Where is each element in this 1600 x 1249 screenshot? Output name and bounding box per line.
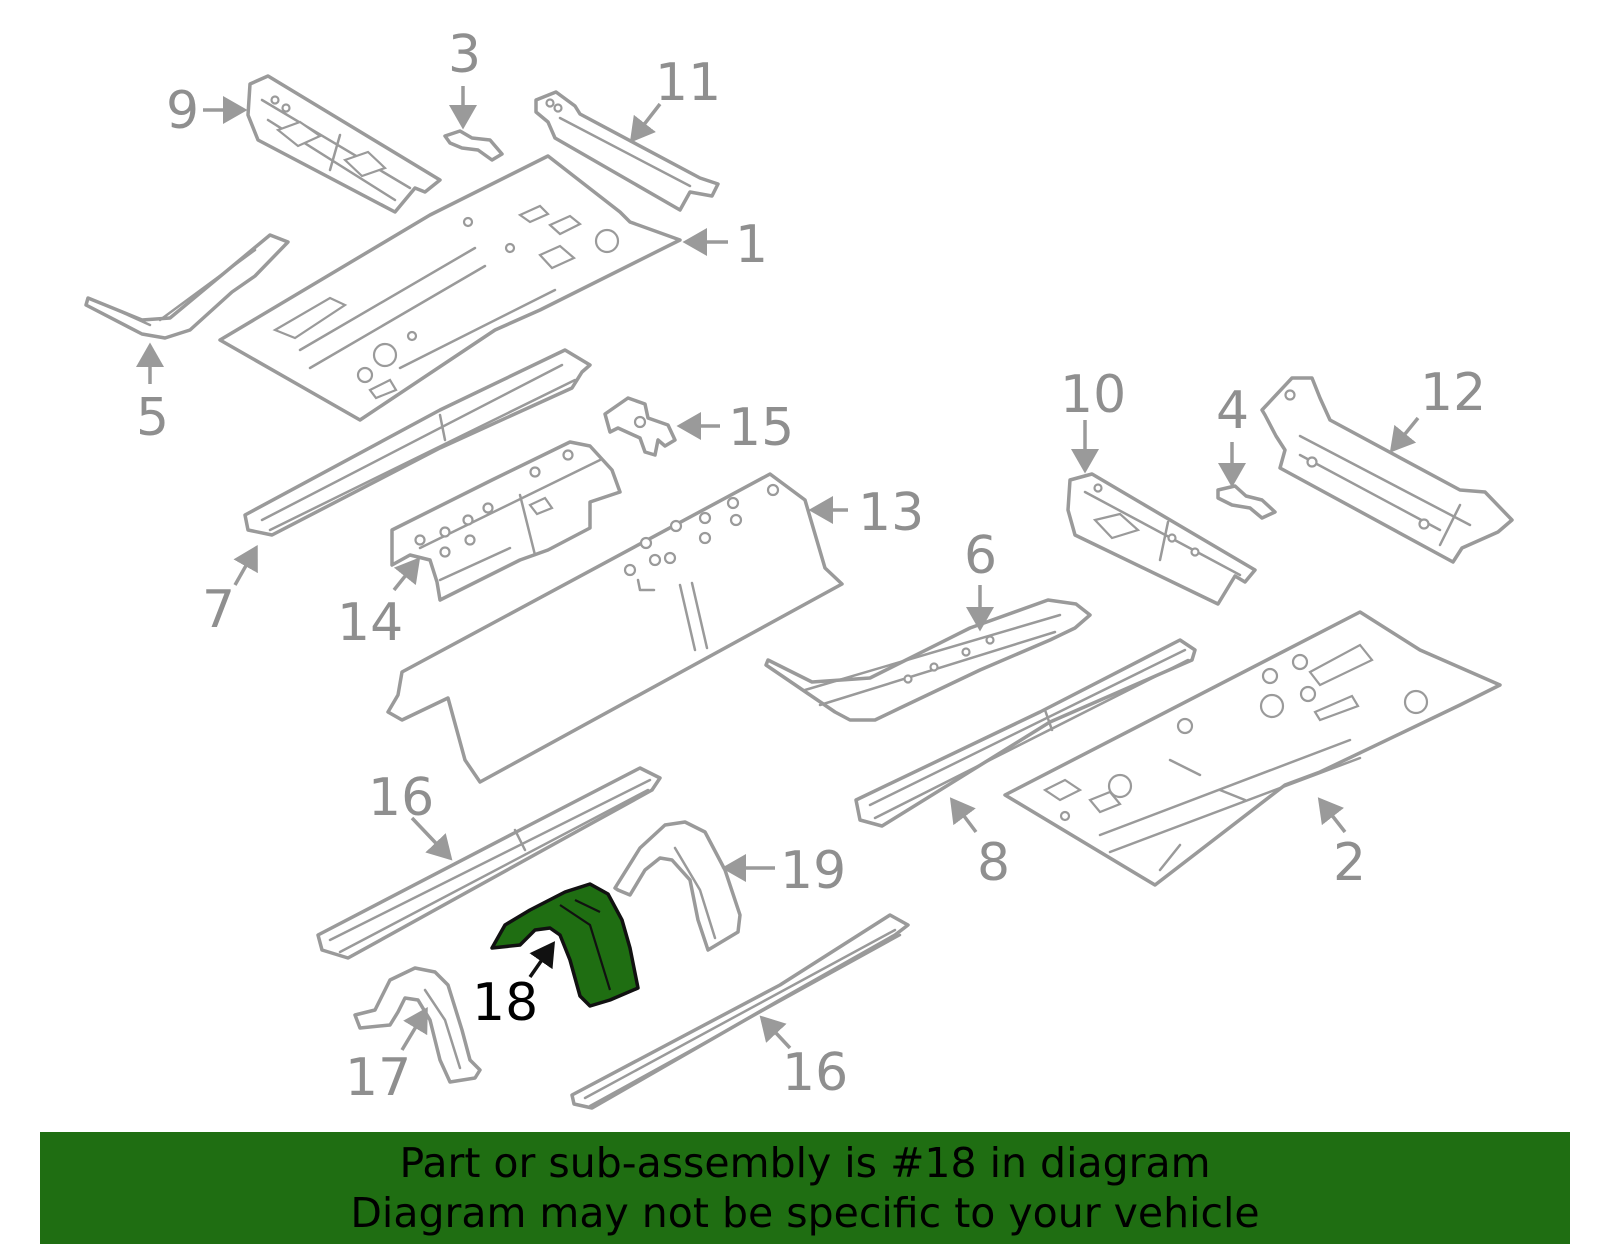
part-7[interactable]: [243, 348, 592, 537]
part-1[interactable]: [218, 154, 682, 422]
part-19[interactable]: [613, 820, 742, 952]
callout-16-upper: 16: [368, 768, 434, 828]
part-5[interactable]: [84, 233, 290, 340]
callout-9: 9: [166, 81, 199, 141]
part-4[interactable]: [1216, 484, 1277, 520]
part-11[interactable]: [534, 90, 720, 212]
callout-5: 5: [136, 388, 169, 448]
part-15[interactable]: [603, 396, 677, 457]
part-12[interactable]: [1260, 376, 1514, 564]
callout-14: 14: [337, 593, 403, 653]
part-2[interactable]: [1003, 610, 1502, 887]
callout-17: 17: [345, 1048, 411, 1108]
info-banner: Part or sub-assembly is #18 in diagram D…: [40, 1132, 1570, 1244]
callout-16-lower: 16: [782, 1043, 848, 1103]
callout-2: 2: [1333, 833, 1366, 893]
part-6[interactable]: [764, 598, 1092, 722]
callout-13: 13: [858, 483, 924, 543]
callout-1: 1: [735, 215, 768, 275]
callout-15: 15: [728, 398, 794, 458]
callout-19: 19: [780, 841, 846, 901]
callout-8: 8: [977, 833, 1010, 893]
callout-7: 7: [202, 580, 235, 640]
part-16-lower[interactable]: [570, 913, 910, 1110]
banner-line-1: Part or sub-assembly is #18 in diagram: [399, 1139, 1211, 1187]
part-13[interactable]: [386, 472, 844, 784]
part-17[interactable]: [353, 966, 482, 1084]
callout-18: 18: [472, 973, 538, 1033]
part-8[interactable]: [854, 638, 1197, 828]
callout-11: 11: [655, 53, 721, 113]
leader-lines: [136, 86, 1420, 1051]
part-10[interactable]: [1066, 472, 1257, 606]
callout-12: 12: [1420, 363, 1486, 423]
part-16-upper[interactable]: [316, 766, 662, 960]
callout-6: 6: [964, 526, 997, 586]
callout-4: 4: [1216, 381, 1249, 441]
part-14[interactable]: [390, 440, 622, 602]
part-3[interactable]: [443, 129, 504, 162]
banner-line-2: Diagram may not be specific to your vehi…: [350, 1189, 1260, 1237]
callout-3: 3: [448, 25, 481, 85]
part-18[interactable]: [490, 882, 640, 1008]
callout-10: 10: [1060, 365, 1126, 425]
part-9[interactable]: [246, 74, 442, 214]
